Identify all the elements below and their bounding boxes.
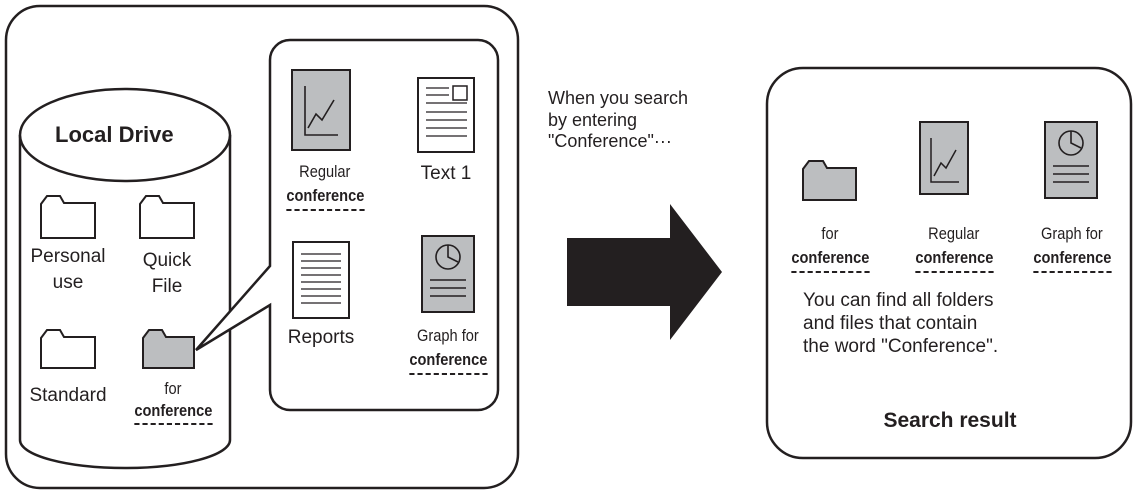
result-label-line: Graph for <box>1041 224 1103 243</box>
file-label-text1: Text 1 <box>396 162 496 186</box>
search-result-description: You can find all folders and files that … <box>803 290 998 358</box>
caption-line: When you search <box>548 88 689 108</box>
result-folder-icon-for-conference <box>802 160 857 201</box>
result-label-line: Regular <box>928 224 980 243</box>
keyword-highlight: conference <box>790 246 869 273</box>
file-label-line: Text 1 <box>420 163 472 184</box>
file-label-regular-conference: Regular conference <box>270 160 380 211</box>
search-result-title: Search result <box>883 409 1017 432</box>
result-label-for-conference: for conference <box>774 222 886 273</box>
result-label-regular-conference: Regular conference <box>898 222 1010 273</box>
file-label-line: Graph for <box>417 326 479 345</box>
folder-label-line: use <box>52 272 84 293</box>
folder-label-line: File <box>151 276 183 297</box>
folder-label-line: Quick <box>142 250 192 271</box>
description-line: You can find all folders <box>803 290 994 311</box>
folder-label-line: Standard <box>29 385 107 406</box>
arrow-caption: When you search by entering "Conference"… <box>548 88 688 153</box>
text-doc-icon-reports <box>292 241 350 319</box>
search-result-frame <box>765 66 1133 460</box>
folder-icon-standard <box>40 329 96 369</box>
pie-doc-icon-graph-for-conference <box>421 235 475 313</box>
file-label-line: Reports <box>287 327 355 348</box>
description-line: the word "Conference". <box>803 335 999 357</box>
folder-icon-quick-file <box>139 195 195 239</box>
result-chart-doc-icon-regular-conference <box>919 121 969 195</box>
folder-label-personal-use: Personal use <box>18 244 118 296</box>
keyword-highlight: conference <box>285 184 364 211</box>
folder-icon-personal-use <box>40 195 96 239</box>
folder-label-line: Personal <box>30 246 106 267</box>
keyword-highlight: conference <box>1032 246 1111 273</box>
folder-label-quick-file: Quick File <box>122 248 212 300</box>
file-label-line: Regular <box>299 162 351 181</box>
keyword-highlight: conference <box>914 246 993 273</box>
drive-cylinder-top <box>18 87 232 183</box>
keyword-highlight: conference <box>133 400 212 425</box>
result-label-line: for <box>821 224 839 243</box>
folder-label-standard: Standard <box>13 384 123 408</box>
result-label-graph-for-conference: Graph for conference <box>1016 222 1128 273</box>
folder-icon-for-conference <box>142 329 195 369</box>
file-label-graph-for-conference: Graph for conference <box>392 324 504 375</box>
keyword-highlight: conference <box>408 348 487 375</box>
text-doc-icon-text1 <box>417 77 475 153</box>
folder-label-for-conference: for conference <box>118 378 228 425</box>
folder-label-line: for <box>164 379 182 398</box>
local-drive-title: Local Drive <box>55 122 174 147</box>
search-arrow-icon <box>567 204 722 340</box>
result-pie-doc-icon-graph-for-conference <box>1044 121 1098 199</box>
description-line: and files that contain <box>803 312 978 334</box>
caption-line: "Conference"··· <box>548 131 672 152</box>
caption-line: by entering <box>548 109 638 130</box>
file-label-reports: Reports <box>271 326 371 350</box>
chart-doc-icon-regular-conference <box>291 69 351 151</box>
